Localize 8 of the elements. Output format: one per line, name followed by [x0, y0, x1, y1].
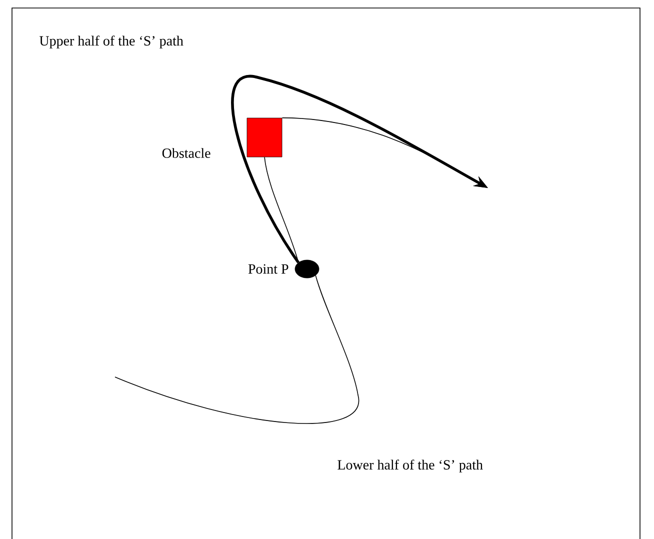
path-curve — [114, 275, 359, 424]
point-dot — [294, 260, 320, 278]
path-label: Lower half of the ‘S’ path — [338, 460, 483, 472]
obstacle-square — [246, 118, 282, 158]
path-curve — [264, 156, 299, 263]
node-caption: Point P — [248, 264, 288, 274]
node-caption: Obstacle — [162, 148, 210, 158]
path-label: Upper half of the ‘S’ path — [40, 36, 184, 48]
